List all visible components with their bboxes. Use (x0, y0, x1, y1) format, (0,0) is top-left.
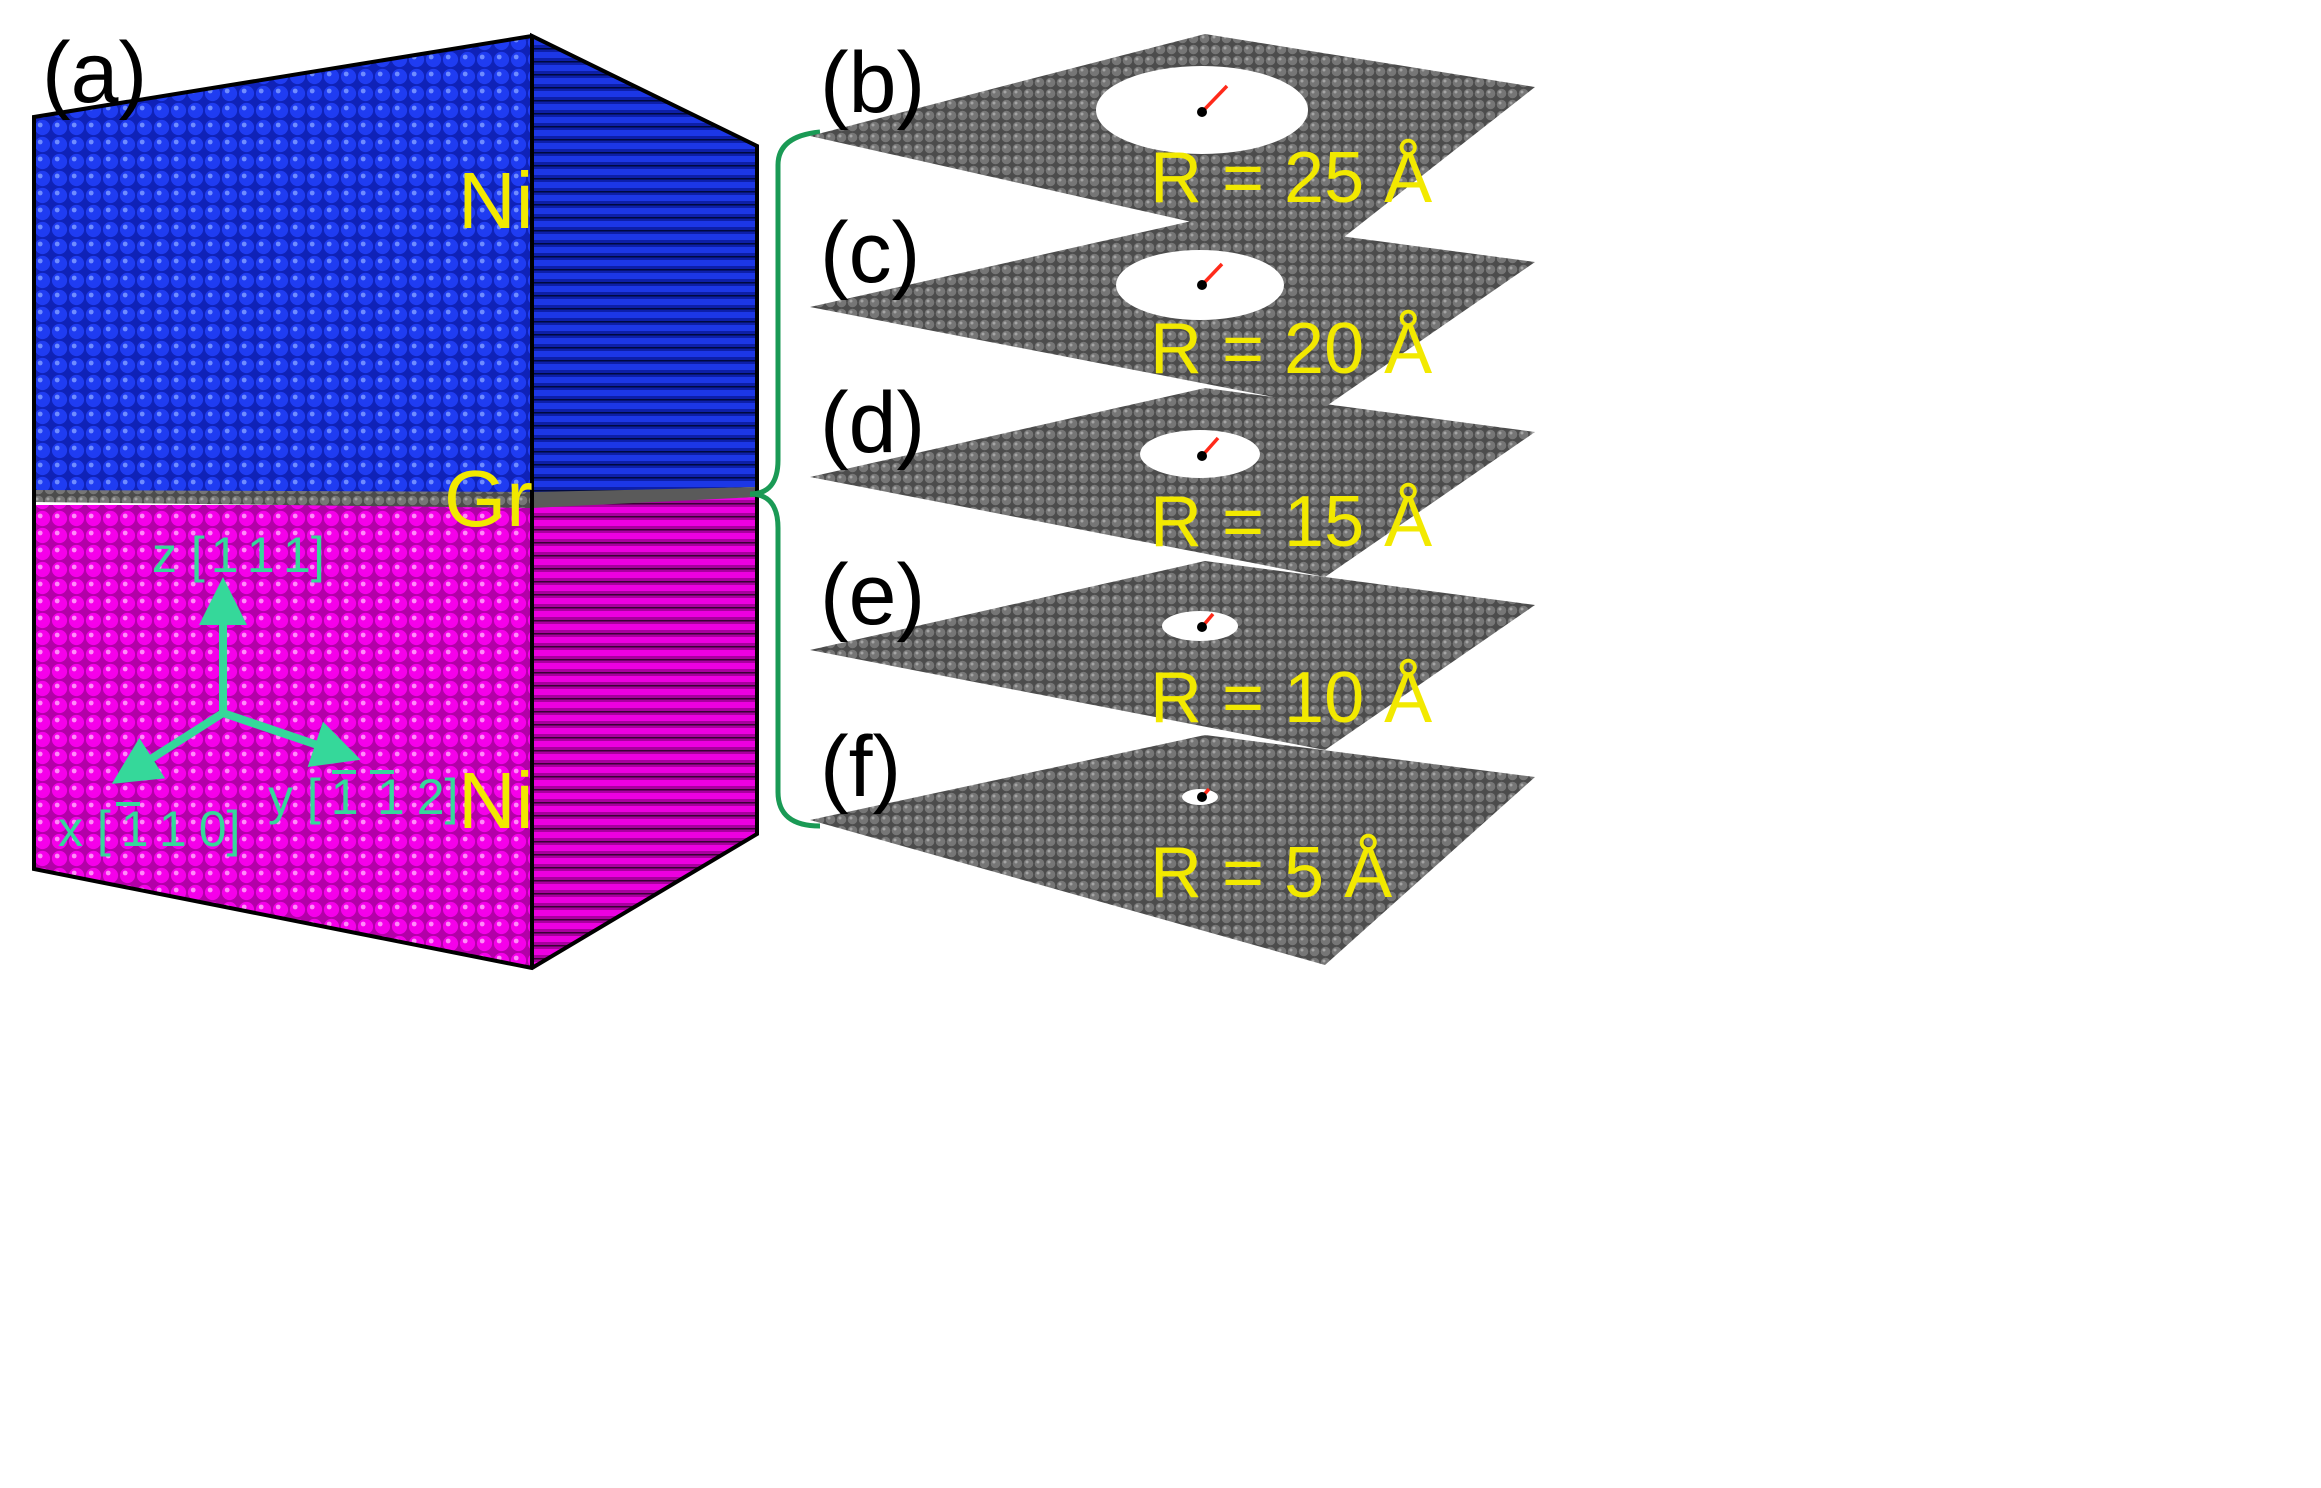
z-axis-prefix: z [ (152, 527, 205, 583)
crystal-axes (111, 577, 361, 784)
sheet-b-center-dot (1197, 107, 1207, 117)
box-outline (32, 32, 759, 971)
graphene-layer-side (532, 487, 757, 508)
sheet-b-radius-label: R = 25 Å (1150, 138, 1432, 218)
sheet-f-surface (810, 735, 1535, 965)
sheet-c-radius-label: R = 20 Å (1150, 309, 1432, 389)
sheet-c: (c) R = 20 Å (810, 205, 1535, 407)
ni-bottom-side-face (532, 497, 757, 968)
ni-top-label: Ni (458, 156, 534, 245)
y-axis-digit-3: 2 (417, 769, 445, 825)
sheet-b: (b) R = 25 Å (810, 34, 1535, 252)
sheet-d-label: (d) (820, 375, 925, 471)
x-axis-prefix: x [ (58, 801, 111, 857)
sheet-f-label: (f) (820, 719, 901, 815)
y-axis-digit-2: 1 (377, 769, 405, 825)
sheet-f-center-dot (1197, 792, 1207, 802)
sheet-e-center-dot (1197, 622, 1207, 632)
sheet-d-radius-label: R = 15 Å (1150, 482, 1432, 562)
sheet-e: (e) R = 10 Å (810, 547, 1535, 750)
graphene-sheets: (b) R = 25 Å (c) R = 20 Å (d) R = 15 Å (… (810, 34, 1535, 965)
y-axis-digit-1: 1 (331, 769, 357, 825)
sheet-d-center-dot (1197, 451, 1207, 461)
z-axis-digit-1: 1 (211, 527, 237, 583)
sheet-e-surface (810, 561, 1535, 750)
sheet-c-center-dot (1197, 280, 1207, 290)
bracket-upper (749, 129, 821, 497)
sheet-f-radius-label: R = 5 Å (1150, 833, 1392, 913)
x-axis-digit-2: 1 (159, 801, 187, 857)
x-axis-digit-3: 0 (199, 801, 227, 857)
y-axis-suffix: ] (445, 769, 459, 825)
bracket-lower (749, 491, 821, 829)
x-axis-arrow (111, 709, 226, 784)
sheet-e-label: (e) (820, 547, 925, 643)
sheet-b-radius-line (1200, 84, 1229, 114)
ni-top-side-face (532, 36, 757, 494)
z-axis-digit-2: 1 (247, 527, 273, 583)
z-axis-suffix: ] (311, 527, 325, 583)
sheet-c-label: (c) (820, 205, 920, 301)
sheet-b-label: (b) (820, 35, 925, 131)
bracket (749, 129, 821, 829)
sheet-d: (d) R = 15 Å (810, 375, 1535, 577)
gr-label: Gr (444, 454, 533, 543)
graphene-layer-front (34, 490, 532, 508)
y-axis-arrow (221, 709, 361, 768)
y-axis-prefix: y [ (268, 769, 321, 825)
sheet-e-radius-label: R = 10 Å (1150, 658, 1432, 738)
sheet-f: (f) R = 5 Å (810, 719, 1535, 965)
sheet-d-surface (810, 388, 1535, 577)
x-axis-digit-1: 1 (121, 801, 147, 857)
ni-top-front-face (34, 36, 532, 494)
ni-bottom-label: Ni (458, 756, 534, 845)
z-axis-digit-3: 1 (283, 527, 311, 583)
panel-a-label: (a) (42, 25, 147, 121)
x-axis-suffix: ] (227, 801, 241, 857)
